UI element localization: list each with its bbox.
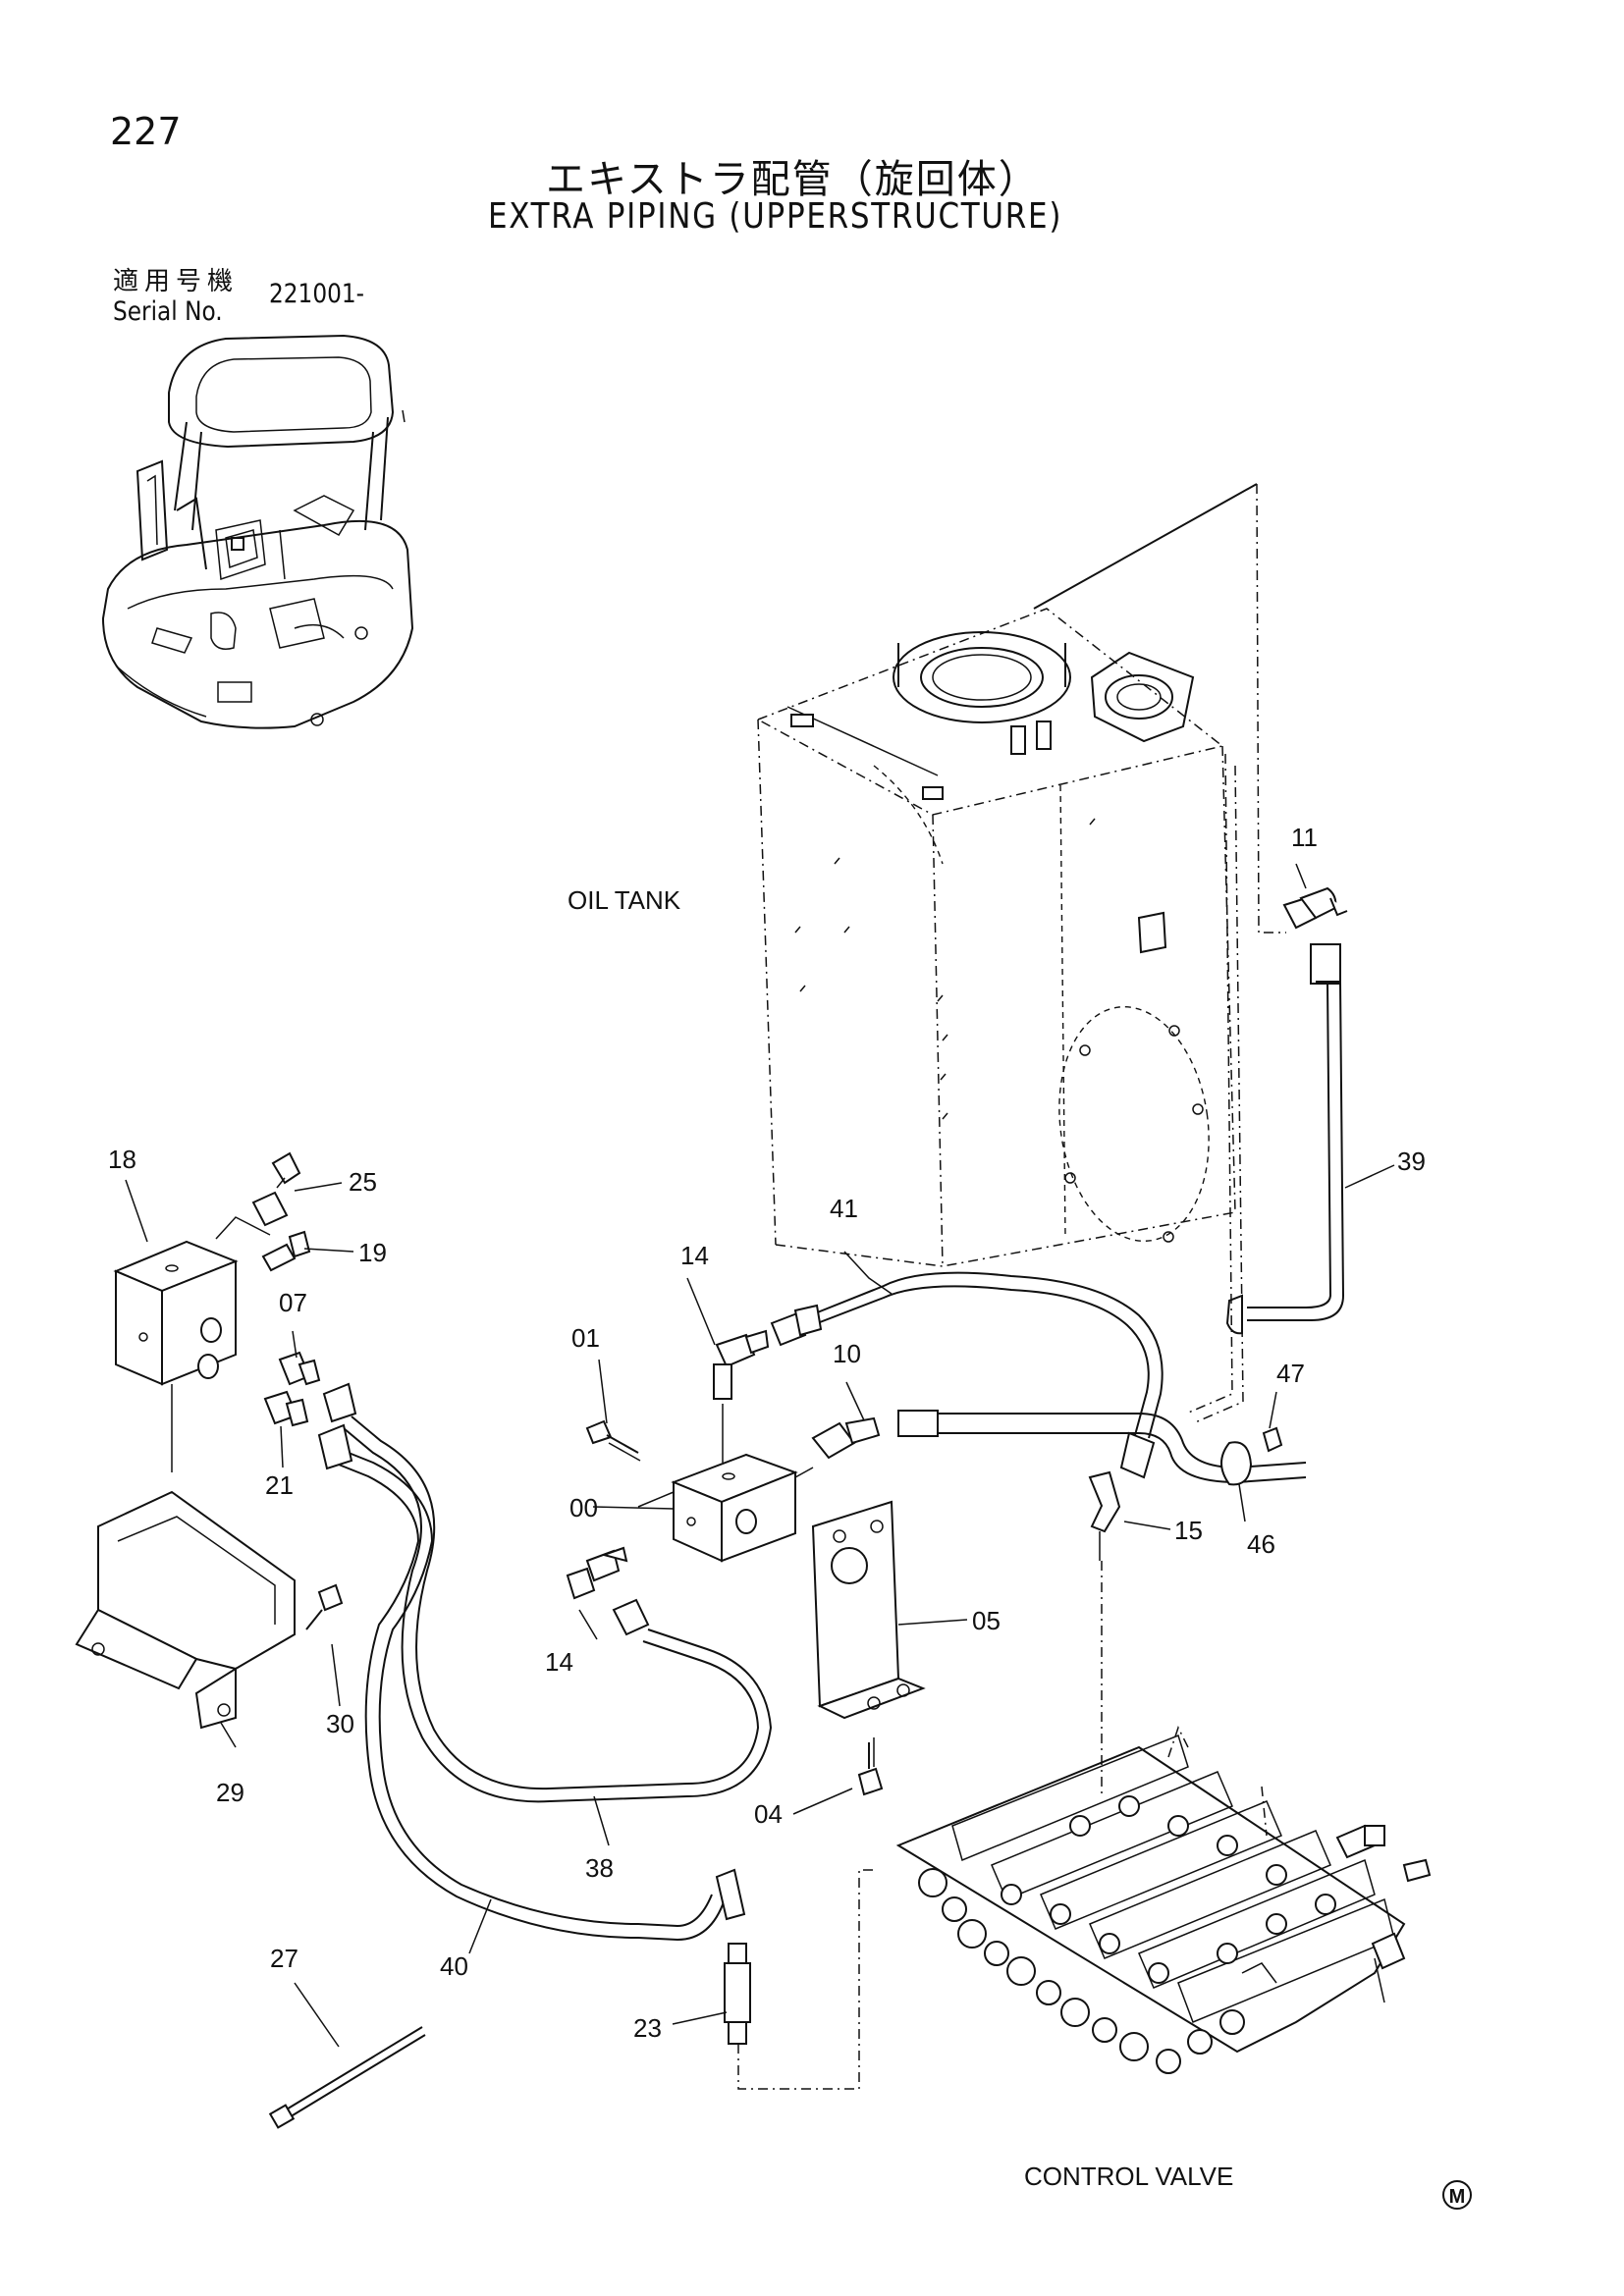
title-japanese: エキストラ配管（旋回体） [546,157,1040,202]
callout-15: 15 [1174,1516,1203,1545]
serial-number-value: 221001- [269,279,365,309]
part-25-fitting [251,1151,301,1227]
page-number: 227 [110,110,182,153]
hose-41 [770,1271,1164,1479]
oil-tank-label: OIL TANK [568,885,681,915]
callout-04: 04 [754,1799,783,1829]
callout-21: 21 [265,1470,294,1500]
callout-30: 30 [326,1709,354,1738]
callout-39: 39 [1397,1147,1426,1176]
part-11-elbow [1282,886,1348,930]
callout-00: 00 [569,1493,598,1522]
part-04-bolt [857,1737,884,1796]
part-21-adapter [263,1390,309,1427]
part-27-cable-tie [268,2026,426,2129]
bracket-05 [811,1500,926,1720]
part-14-upper [713,1329,770,1443]
callout-41: 41 [830,1194,858,1223]
callout-01: 01 [571,1323,600,1353]
hose-38 [322,1382,773,1803]
callout-19: 19 [358,1238,387,1267]
part-07-adapter [278,1351,321,1386]
part-30-bolt [305,1583,344,1630]
callout-27: 27 [270,1944,298,1973]
callout-14-lower: 14 [545,1647,573,1677]
callout-47: 47 [1276,1359,1305,1388]
hose-40 [317,1423,746,1942]
title-english: EXTRA PIPING (UPPERSTRUCTURE) [488,196,1063,237]
excavator-thumbnail [101,334,414,729]
part-23 [724,1869,874,2090]
serial-label-english: Serial No. [113,296,223,327]
part-47-46-clamp [1220,1426,1283,1486]
callout-25: 25 [349,1167,377,1197]
hose-39 [1225,943,1345,1335]
bracket-29 [75,1490,296,1730]
part-10-fitting [811,1410,1307,1484]
callout-38: 38 [585,1853,614,1883]
block-00 [637,1443,814,1563]
control-valve [895,1726,1432,2074]
serial-label-japanese: 適用号機 [113,267,240,296]
callout-11: 11 [1291,823,1318,852]
oil-tank [756,483,1286,1424]
callout-14-upper: 14 [680,1241,709,1270]
block-18 [113,1216,271,1472]
leader-lines [125,863,1395,2048]
part-19-fitting [261,1230,311,1272]
circled-m-mark: M [1442,2180,1472,2210]
callout-40: 40 [440,1951,468,1981]
part-01-bolt [585,1419,641,1462]
mark-letter: M [1449,2186,1466,2208]
callout-46: 46 [1247,1529,1275,1559]
callouts: 18 25 19 07 21 29 30 27 40 23 38 01 00 1… [108,823,1426,2043]
callout-07: 07 [279,1288,307,1317]
callout-29: 29 [216,1778,244,1807]
control-valve-label: CONTROL VALVE [1024,2162,1234,2191]
callout-23: 23 [633,2013,662,2043]
callout-10: 10 [833,1339,861,1368]
part-15-elbow [1088,1470,1121,1796]
callout-18: 18 [108,1145,136,1174]
callout-05: 05 [972,1606,1001,1635]
part-14-lower [566,1546,628,1600]
